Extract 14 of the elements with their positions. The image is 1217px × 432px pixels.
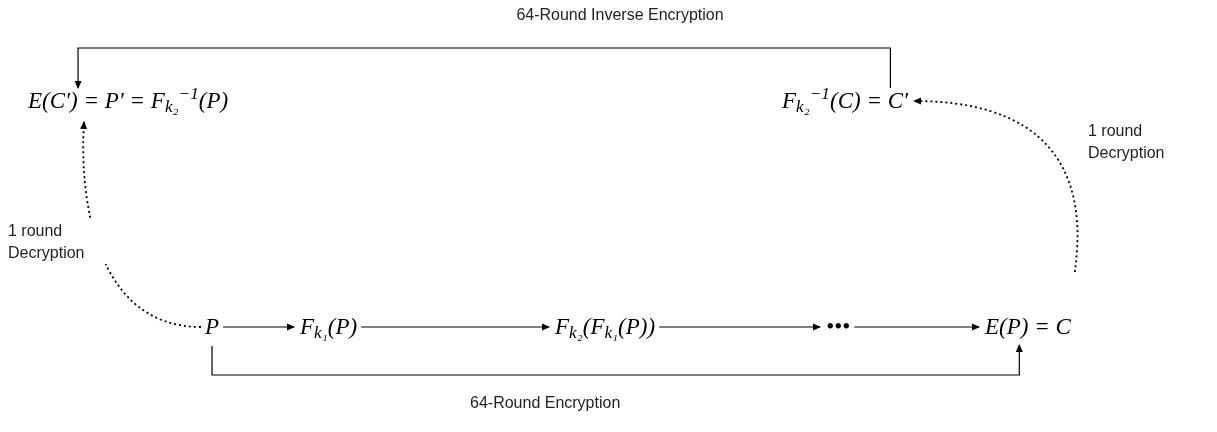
math-expression: F$_{k₁}$(P) — [300, 312, 358, 342]
math-expression: F$_{k₂}$$^{−1}$(C) = C′ — [782, 86, 909, 116]
math-expression: F$_{k₂}$(F$_{k₁}$(P)) — [555, 312, 656, 342]
math-expression: ••• — [826, 312, 851, 342]
math-expression: E(C′) = P′ = F$_{k₂}$$^{−1}$(P) — [28, 86, 229, 116]
arrow — [658, 323, 821, 331]
arrow — [74, 47, 891, 89]
dotted-arrow — [913, 97, 1079, 273]
arrow — [222, 323, 295, 331]
arrow — [853, 323, 980, 331]
math-expression: P — [205, 312, 220, 342]
math-expression: E(P) = C — [985, 312, 1071, 342]
arrow — [211, 344, 1023, 376]
arrow — [360, 323, 550, 331]
